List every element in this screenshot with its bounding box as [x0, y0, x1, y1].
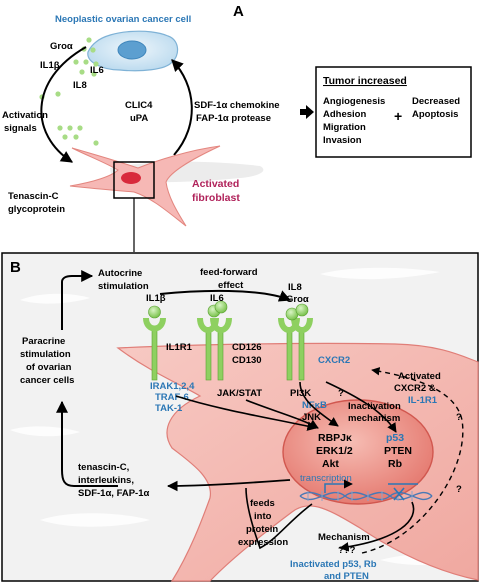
mechanism-label: Mechanism ??? — [318, 532, 372, 556]
inactivated-label: Inactivated p53, Rb and PTEN — [290, 559, 379, 582]
question-mark-2: ? — [456, 412, 462, 423]
apoptosis-label: Decreased Apoptosis — [412, 96, 463, 120]
secreted-products-label: tenascin-C, interleukins, SDF-1α, FAP-1α — [78, 462, 149, 499]
fibroblast-nucleus — [121, 172, 141, 184]
il6-label: IL6 — [210, 293, 224, 304]
cytokine-il8: IL8 — [73, 80, 87, 91]
activated-fibroblast-label: Activated fibroblast — [192, 178, 242, 204]
feedback-dashed-arrow — [361, 367, 464, 554]
block-arrow-icon — [300, 105, 314, 119]
il1r1-blue-label: IL-1R1 — [408, 395, 438, 406]
cd-label: CD126 CD130 — [232, 342, 264, 366]
dna-helix-icon — [299, 491, 433, 501]
paracrine-to-autocrine-arrow — [61, 270, 94, 330]
activation-arrow — [40, 46, 87, 163]
jakstat-label: JAK/STAT — [217, 388, 262, 399]
irak-label: IRAK1,2,4 TRAF-6 TAK-1 — [150, 381, 197, 414]
cancer-cell — [87, 30, 179, 72]
inactivation-label: Inactivation mechanism — [348, 401, 403, 424]
cytokine-il1b: IL1β — [40, 60, 60, 71]
il6-receptor — [197, 300, 232, 381]
il1r1-label: IL1R1 — [166, 342, 193, 353]
cxcr2-label: CXCR2 — [318, 355, 350, 366]
activation-signals-label: Activation signals — [2, 110, 51, 134]
question-mark-1: ? — [338, 388, 344, 399]
tumor-increased-box: Tumor increased Angiogenesis Adhesion Mi… — [315, 66, 472, 158]
pi3k-label: PI3K — [290, 388, 311, 399]
tumor-increased-title: Tumor increased — [323, 75, 407, 87]
tenascin-label: Tenascin-C glycoprotein — [8, 191, 65, 215]
secretion-arrow — [171, 59, 193, 156]
jakstat-signal-arrow — [245, 399, 319, 429]
blocked-icon — [393, 487, 405, 501]
nucleus-left-proteins: RBPJκ ERK1/2 Akt — [316, 432, 356, 470]
il1r1-signal-arrow — [175, 395, 317, 431]
question-mark-3: ? — [456, 484, 462, 495]
il8-label: IL8 Groα — [286, 282, 309, 305]
secretion-left-arrow — [166, 479, 291, 492]
nfkb-label: NFκB — [302, 400, 327, 411]
paracrine-label: Paracrine stimulation of ovarian cancer … — [20, 336, 74, 386]
transcription-label: transcription — [300, 473, 352, 484]
il1r1-receptor — [143, 305, 166, 381]
cytokine-il6: IL6 — [90, 65, 104, 76]
activated-cxcr2-label: Activated CXCR2 & — [394, 371, 443, 394]
feedforward-label: feed-forward effect — [200, 267, 260, 291]
plus-sign: + — [394, 108, 402, 124]
inactivation-arrow — [325, 381, 397, 433]
cytokine-groa: Groα — [50, 41, 73, 52]
pi3k-signal-arrow — [299, 381, 339, 427]
mechanism-arrow — [339, 501, 415, 552]
p53-label: p53 — [386, 432, 404, 444]
panel-b-label: B — [10, 259, 21, 276]
cytokine-dots — [39, 37, 99, 146]
feedforward-arrow — [159, 289, 292, 302]
secreted-factors-label: SDF-1α chemokine FAP-1α protease — [194, 100, 282, 124]
il1b-label: IL1β — [146, 293, 166, 304]
tumor-effects-list: Angiogenesis Adhesion Migration Invasion — [323, 96, 388, 146]
autocrine-label: Autocrine stimulation — [98, 268, 149, 292]
cancer-cell-label: Neoplastic ovarian cancer cell — [55, 14, 191, 25]
paracrine-return-arrow — [56, 400, 118, 487]
cancer-cell-nucleus — [117, 40, 147, 60]
feeds-label: feeds into protein expression — [238, 498, 288, 548]
feeds-arrow — [245, 487, 313, 550]
jnk-label: JNK — [302, 412, 321, 423]
panel-a-label: A — [233, 3, 244, 20]
il8-receptor — [278, 303, 313, 381]
nucleus-right-proteins: PTEN Rb — [384, 445, 415, 470]
clic4-label: CLIC4 uPA — [125, 100, 155, 124]
transcription-arrow — [324, 479, 353, 493]
